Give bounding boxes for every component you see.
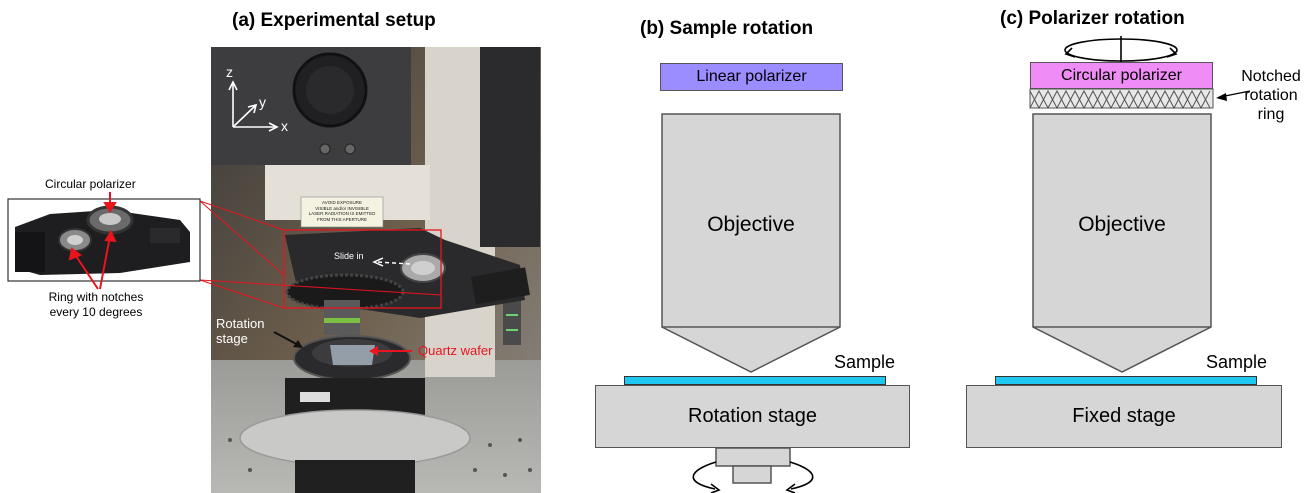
- head-screw-2: [344, 143, 356, 155]
- brightness-scale: [503, 275, 521, 345]
- rotation-stage-label: Rotation stage: [216, 316, 265, 346]
- sample-c-label: Sample: [1206, 352, 1268, 372]
- head-screw-1: [319, 143, 331, 155]
- panel-c-title: (c) Polarizer rotation: [1000, 8, 1185, 29]
- circular-polarizer-photo: [400, 253, 446, 283]
- quartz-wafer-label: Quartz wafer: [418, 343, 493, 358]
- inset-circular-polarizer: [86, 205, 134, 235]
- axis-z-label: z: [226, 64, 233, 80]
- sample-b: [624, 376, 886, 385]
- axis-x-label: x: [281, 118, 288, 134]
- linear-polarizer: Linear polarizer: [660, 63, 843, 91]
- rotation-stage-photo: [293, 335, 411, 381]
- panel-a-title: (a) Experimental setup: [232, 10, 436, 31]
- slider-tab: [470, 267, 531, 305]
- rotation-stage-b: Rotation stage: [595, 385, 910, 448]
- objective-c-label: Objective: [1078, 213, 1166, 236]
- sample-c: [995, 376, 1257, 385]
- slider-housing: [285, 228, 525, 318]
- slide-in-label: Slide in: [334, 251, 364, 261]
- notched-ring-label: Notched rotation ring: [1241, 68, 1301, 123]
- fixed-stage: Fixed stage: [966, 385, 1282, 448]
- microscope-frame: [425, 47, 495, 377]
- ring-notches-label: Ring with notches every 10 degrees: [48, 290, 144, 319]
- microscope-head: [211, 47, 411, 165]
- nosepiece-ring: [285, 273, 405, 311]
- sample-b-label: Sample: [834, 352, 896, 372]
- objective-photo: [324, 300, 360, 335]
- panel-b-title: (b) Sample rotation: [640, 18, 814, 39]
- quartz-wafer-photo: [330, 345, 375, 365]
- optical-table: [211, 360, 541, 493]
- inset-small-ring: [58, 228, 92, 252]
- inset-polarizer-label: Circular polarizer: [45, 177, 136, 191]
- circular-polarizer: Circular polarizer: [1030, 62, 1213, 89]
- axis-y-label: y: [259, 94, 266, 110]
- head-knob: [292, 52, 368, 128]
- photo-background: [211, 47, 541, 493]
- base-disk: [239, 409, 471, 467]
- warning-text: AVOID EXPOSURE VISIBLE and/or INVISIBLE …: [308, 200, 376, 222]
- objective-b-label: Objective: [707, 213, 795, 236]
- table-holes: [228, 438, 532, 477]
- xy-stage: [285, 378, 425, 418]
